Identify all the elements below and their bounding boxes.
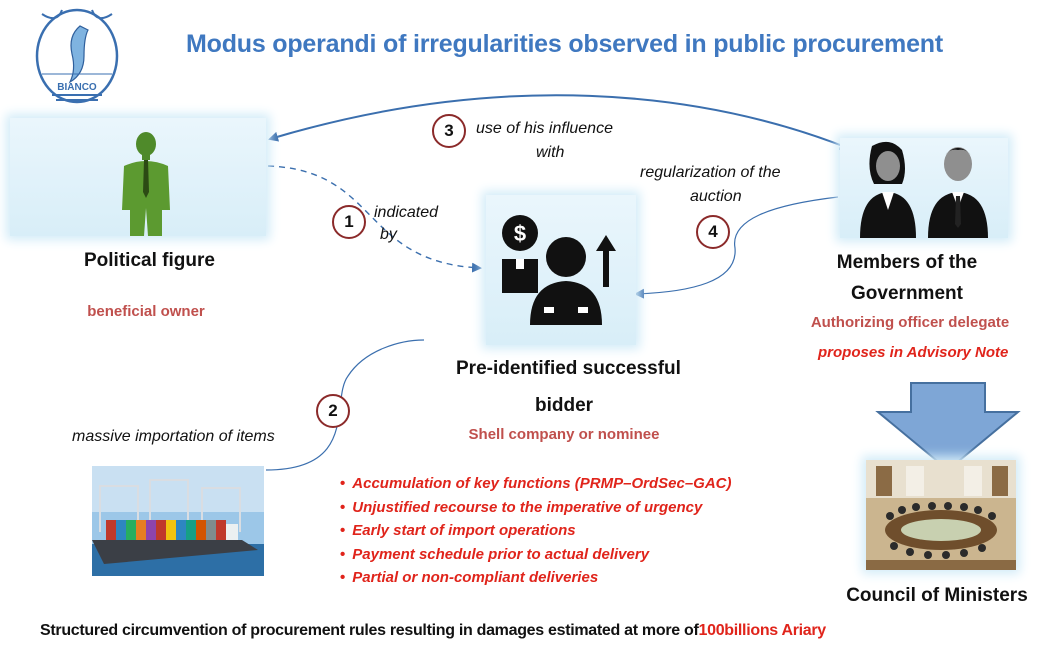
list-item: Partial or non-compliant deliveries xyxy=(340,566,732,590)
footer-statement: Structured circumvention of procurement … xyxy=(40,622,826,640)
step-1-text-line2: by xyxy=(380,226,397,243)
government-label-line2: Government xyxy=(851,283,963,304)
political-figure-panel xyxy=(10,118,266,236)
connector-indicated xyxy=(267,165,482,273)
connector-importation xyxy=(265,339,425,471)
step-2-badge: 2 xyxy=(316,394,350,428)
cargo-ship-photo xyxy=(92,466,264,576)
government-panel xyxy=(840,138,1008,238)
bidder-label-line2: bidder xyxy=(534,395,594,416)
list-item: Accumulation of key functions (PRMP–OrdS… xyxy=(340,472,731,496)
step-4-text-line2: auction xyxy=(690,188,742,205)
step-1-badge: 1 xyxy=(332,205,366,239)
connector-regularization xyxy=(634,196,839,299)
bidder-label-line1: Pre-identified successful xyxy=(456,358,681,379)
irregularities-list: Accumulation of key functions (PRMP–OrdS… xyxy=(340,472,732,590)
down-arrow-icon xyxy=(875,382,1021,472)
bidder-icon: $ xyxy=(502,215,616,325)
government-label-line1: Members of the xyxy=(836,252,978,273)
footer-text: Structured circumvention of procurement … xyxy=(40,622,699,639)
bidder-panel: $ xyxy=(486,195,636,345)
step-4-badge: 4 xyxy=(696,215,730,249)
list-item: Unjustified recourse to the imperative o… xyxy=(340,496,732,520)
page-title: Modus operandi of irregularities observe… xyxy=(186,30,943,58)
step-1-text-line1: indicated xyxy=(374,204,439,221)
businessman-icon xyxy=(122,132,170,236)
connector-influence xyxy=(268,94,850,150)
step-3-text-line2: with xyxy=(536,144,565,161)
bianco-logo: BIANCO xyxy=(22,4,132,108)
step-3-badge: 3 xyxy=(432,114,466,148)
step-4-text-line1: regularization of the xyxy=(640,164,781,181)
list-item: Early start of import operations xyxy=(340,519,732,543)
council-photo xyxy=(866,460,1016,570)
svg-text:$: $ xyxy=(514,221,526,246)
logo-text: BIANCO xyxy=(57,82,97,93)
political-figure-label: Political figure xyxy=(84,250,215,271)
step-2-text: massive importation of items xyxy=(72,428,275,445)
footer-highlight: 100billions Ariary xyxy=(698,622,827,639)
government-note: proposes in Advisory Note xyxy=(818,344,1009,361)
bidder-role: Shell company or nominee xyxy=(468,426,660,443)
officials-icon xyxy=(860,141,988,238)
government-role: Authorizing officer delegate xyxy=(810,314,1010,331)
step-3-text-line1: use of his influence xyxy=(476,120,613,137)
political-figure-role: beneficial owner xyxy=(87,303,205,320)
list-item: Payment schedule prior to actual deliver… xyxy=(340,543,732,567)
council-label: Council of Ministers xyxy=(846,585,1028,606)
